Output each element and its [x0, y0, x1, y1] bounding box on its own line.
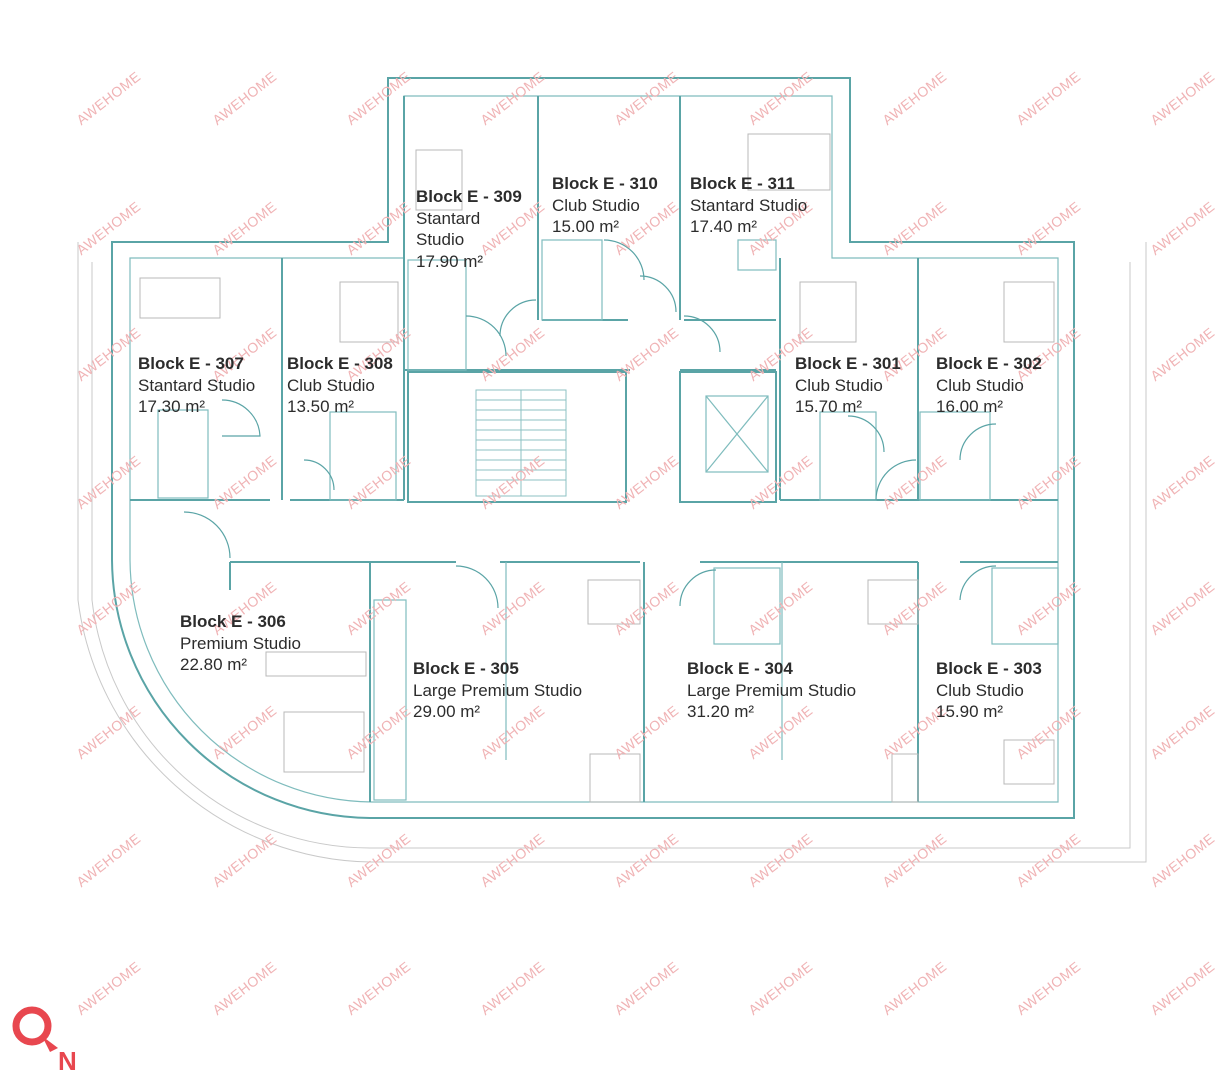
building-inner-outline	[129, 95, 1059, 803]
stair-core	[407, 371, 627, 503]
unit-308-area: 13.50 m²	[287, 397, 355, 416]
compass-north-label: N	[58, 1046, 77, 1076]
terrace-outline	[77, 242, 1147, 863]
unit-label-308: Block E - 308 Club Studio 13.50 m²	[287, 353, 393, 418]
unit-309-area: 17.90 m²	[416, 251, 484, 271]
unit-label-304: Block E - 304 Large Premium Studio 31.20…	[687, 658, 856, 723]
north-arrow-icon	[12, 1006, 58, 1052]
unit-304-type: Large Premium Studio	[687, 680, 857, 700]
unit-label-301: Block E - 301 Club Studio 15.70 m²	[795, 353, 901, 418]
unit-310-area: 15.00 m²	[552, 217, 620, 236]
lower-inner-partitions	[505, 562, 783, 760]
unit-302-type: Club Studio	[936, 375, 1024, 395]
door-swings	[183, 239, 997, 609]
unit-311-area: 17.40 m²	[690, 217, 758, 236]
unit-306-area: 22.80 m²	[180, 655, 248, 674]
upper-partitions	[404, 96, 776, 371]
unit-308-type: Club Studio	[287, 375, 375, 395]
unit-303-type: Club Studio	[936, 680, 1024, 700]
unit-310-type: Club Studio	[552, 195, 640, 215]
unit-label-309: Block E - 309 Stantard Studio 17.90 m²	[416, 186, 522, 272]
building-outline	[111, 77, 1075, 819]
furniture	[139, 133, 1055, 803]
unit-304-area: 31.20 m²	[687, 702, 755, 721]
unit-306-type: Premium Studio	[180, 633, 301, 653]
unit-301-area: 15.70 m²	[795, 397, 863, 416]
unit-304-block: Block E - 304	[687, 659, 793, 678]
unit-308-block: Block E - 308	[287, 354, 393, 373]
unit-311-block: Block E - 311	[690, 174, 795, 193]
unit-label-306: Block E - 306 Premium Studio 22.80 m²	[180, 611, 301, 676]
unit-305-block: Block E - 305	[413, 659, 519, 678]
unit-309-block: Block E - 309	[416, 187, 522, 206]
unit-307-type: Stantard Studio	[138, 375, 256, 395]
bathrooms	[157, 239, 1059, 801]
unit-305-area: 29.00 m²	[413, 702, 481, 721]
unit-302-block: Block E - 302	[936, 354, 1042, 373]
unit-311-type: Stantard Studio	[690, 195, 808, 215]
lift-car	[705, 395, 769, 473]
lower-rooms-walls	[229, 562, 919, 802]
unit-307-block: Block E - 307	[138, 354, 244, 373]
unit-303-area: 15.90 m²	[936, 702, 1004, 721]
unit-label-307: Block E - 307 Stantard Studio 17.30 m²	[138, 353, 255, 418]
upper-rooms-walls	[403, 96, 776, 500]
unit-label-305: Block E - 305 Large Premium Studio 29.00…	[413, 658, 582, 723]
unit-301-block: Block E - 301	[795, 354, 901, 373]
unit-306-block: Block E - 306	[180, 612, 286, 631]
unit-label-303: Block E - 303 Club Studio 15.90 m²	[936, 658, 1042, 723]
unit-label-302: Block E - 302 Club Studio 16.00 m²	[936, 353, 1042, 418]
unit-301-type: Club Studio	[795, 375, 883, 395]
lift-shaft	[679, 371, 777, 503]
rooms-307-308-walls	[130, 258, 405, 501]
unit-302-area: 16.00 m²	[936, 397, 1004, 416]
unit-303-block: Block E - 303	[936, 659, 1042, 678]
unit-label-311: Block E - 311 Stantard Studio 17.40 m²	[690, 173, 807, 238]
staircase	[475, 389, 567, 497]
unit-307-area: 17.30 m²	[138, 397, 206, 416]
unit-310-block: Block E - 310	[552, 174, 658, 193]
unit-label-310: Block E - 310 Club Studio 15.00 m²	[552, 173, 658, 238]
terrace-inner-outline	[91, 262, 1131, 849]
unit-305-type: Large Premium Studio	[413, 680, 583, 700]
unit-309-type: Stantard Studio	[416, 208, 481, 250]
